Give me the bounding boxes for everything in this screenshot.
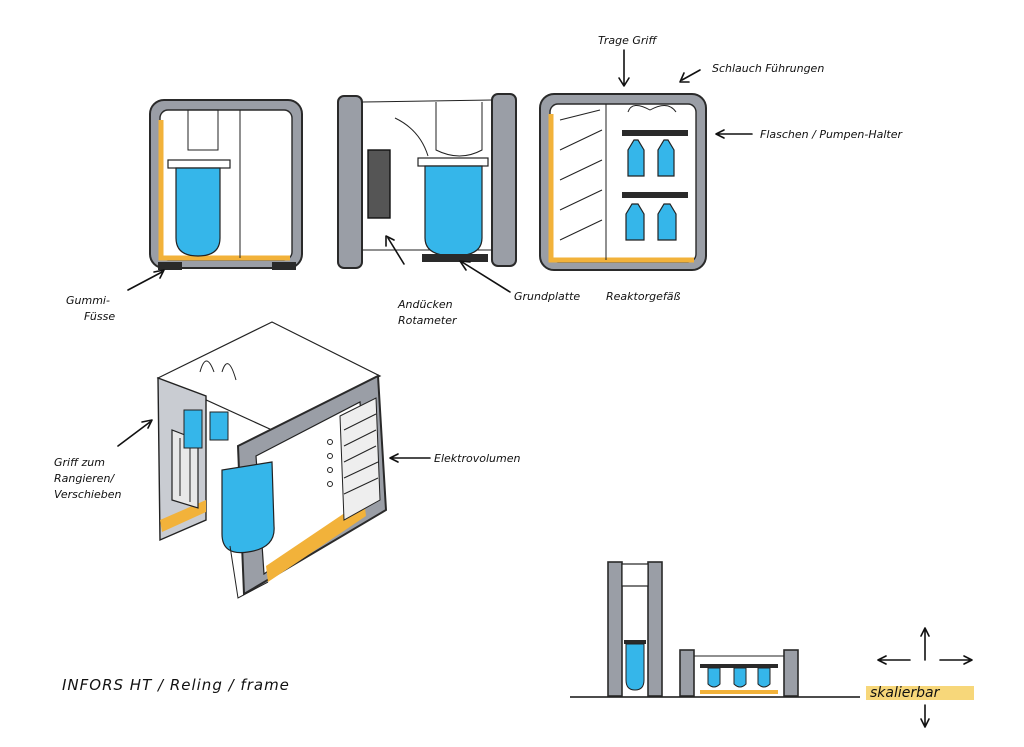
label-grundplatte: Grundplatte	[514, 290, 580, 303]
label-griff-2: Rangieren/	[54, 472, 115, 485]
scalable-variants-sketch	[570, 561, 860, 698]
label-griff-1: Griff zum	[54, 456, 105, 469]
label-anduecken-1: Andücken	[397, 298, 453, 311]
label-flaschen-pumpen-halter: Flaschen / Pumpen-Halter	[760, 128, 903, 141]
skalierbar-highlight	[866, 686, 974, 700]
sketch-title: INFORS HT / Reling / frame	[62, 676, 290, 694]
bottle-holder-view-sketch	[539, 93, 707, 271]
label-trage-griff: Trage Griff	[598, 34, 657, 47]
front-view-sketch	[149, 99, 303, 270]
label-reaktorgefaess: Reaktorgefäß	[606, 290, 680, 303]
label-anduecken-2: Rotameter	[398, 314, 458, 327]
label-griff-3: Verschieben	[54, 488, 121, 501]
label-schlauch-fuehrungen: Schlauch Führungen	[712, 62, 824, 75]
label-skalierbar: skalierbar	[870, 685, 941, 701]
label-gummi-2: Füsse	[84, 310, 115, 323]
perspective-view-sketch	[156, 321, 388, 599]
label-elektrovolumen: Elektrovolumen	[434, 452, 520, 465]
label-gummi-1: Gummi-	[66, 294, 110, 307]
scale-arrows	[877, 627, 973, 728]
side-view-sketch	[337, 93, 517, 269]
leader-arrows	[117, 49, 753, 463]
